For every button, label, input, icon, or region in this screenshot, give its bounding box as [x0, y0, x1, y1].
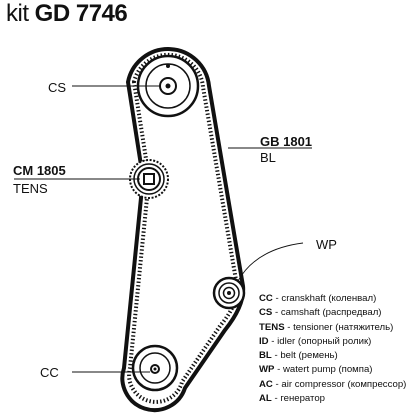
legend-text: - watert pump (помпа)	[277, 364, 373, 376]
legend-text: - tensioner (натяжитель)	[287, 321, 394, 333]
legend-row: CS - camshaft (распредвал)	[259, 306, 406, 320]
legend-code: WP	[259, 364, 275, 376]
legend-code: AC	[259, 378, 273, 390]
legend-code: BL	[259, 350, 272, 362]
legend-code: ID	[259, 335, 269, 347]
legend-row: CC - cranskhaft (коленвал)	[259, 292, 406, 306]
kit-code: GD 7746	[34, 0, 128, 27]
label-tensioner-code: CM 1805	[13, 163, 66, 178]
label-belt-code: GB 1801	[260, 134, 313, 149]
label-water-pump: WP	[316, 237, 337, 252]
label-camshaft: CS	[48, 80, 67, 95]
label-belt-type: BL	[260, 150, 276, 165]
kit-prefix: kit	[6, 0, 29, 27]
kit-title: kit GD 7746	[6, 0, 128, 28]
legend-text: - camshaft (распредвал)	[275, 307, 382, 319]
legend-row: BL - belt (ремень)	[259, 349, 406, 363]
legend-row: AC - air compressor (компрессор)	[259, 378, 406, 392]
legend-row: ID - idler (опорный ролик)	[259, 335, 406, 349]
label-crankshaft: CC	[40, 365, 59, 380]
legend: CC - cranskhaft (коленвал) CS - camshaft…	[259, 292, 406, 406]
legend-text: - cranskhaft (коленвал)	[275, 293, 377, 304]
legend-code: TENS	[259, 321, 285, 333]
crankshaft-pulley	[131, 344, 179, 392]
legend-row: AL - генератор	[259, 392, 406, 406]
label-tensioner-type: TENS	[13, 181, 48, 196]
legend-row: WP - watert pump (помпа)	[259, 363, 406, 377]
legend-text: - idler (опорный ролик)	[271, 335, 372, 347]
legend-text: - belt (ремень)	[274, 350, 338, 362]
leader-wp	[237, 242, 304, 282]
timing-belt	[120, 47, 246, 413]
legend-code: AL	[259, 393, 272, 405]
legend-code: CS	[259, 307, 273, 319]
belt-teeth	[127, 52, 240, 404]
legend-code: CC	[259, 293, 273, 304]
legend-text: - генератор	[274, 393, 326, 405]
legend-text: - air compressor (компрессор)	[275, 378, 407, 390]
legend-row: TENS - tensioner (натяжитель)	[259, 321, 406, 335]
water-pump-pulley	[212, 276, 246, 310]
